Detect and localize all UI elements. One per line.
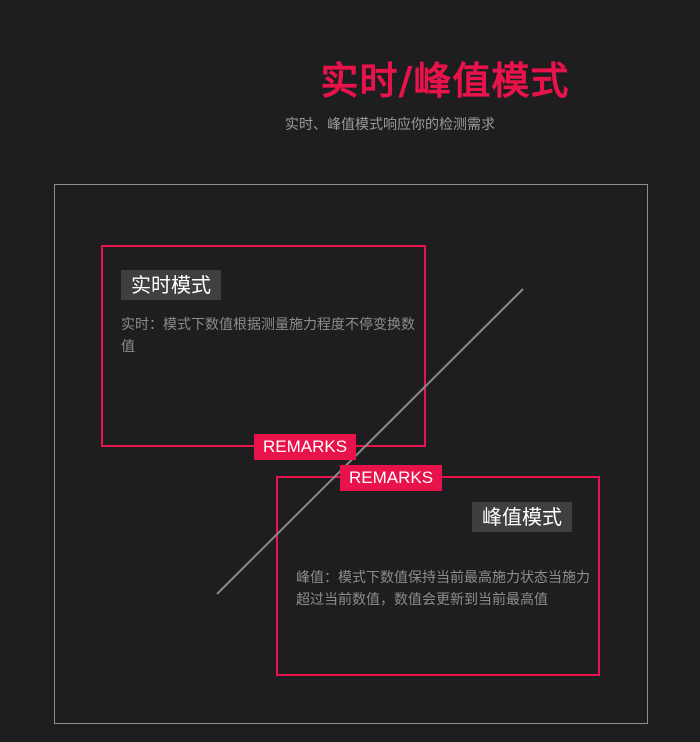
peak-mode-description: 峰值：模式下数值保持当前最高施力状态当施力超过当前数值，数值会更新到当前最高值 <box>296 570 590 608</box>
peak-remarks-badge: REMARKS <box>340 465 443 491</box>
realtime-mode-description: 实时：模式下数值根据测量施力程度不停变换数值 <box>121 317 415 355</box>
realtime-remarks-badge: REMARKS <box>254 434 357 460</box>
page-title: 实时/峰值模式 <box>320 59 570 103</box>
page-subtitle: 实时、峰值模式响应你的检测需求 <box>285 117 495 133</box>
realtime-mode-label: 实时模式 <box>121 270 221 300</box>
outer-frame <box>54 184 648 724</box>
peak-mode-label: 峰值模式 <box>472 502 572 532</box>
